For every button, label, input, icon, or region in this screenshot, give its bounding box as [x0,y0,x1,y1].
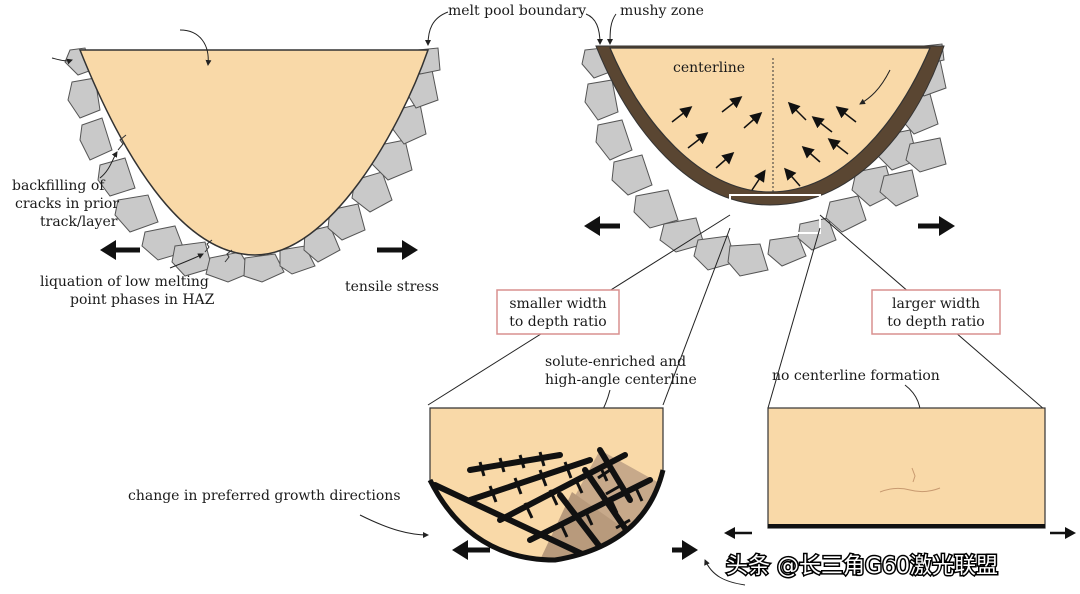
backfilling-label-line1: backfilling of [12,178,106,194]
watermark-text: 头条 @长三角G60激光联盟 [726,554,998,579]
right-haz-grains [581,43,947,277]
larger-ratio-line2: to depth ratio [887,314,984,330]
melt-pool-boundary-label: melt pool boundary [448,3,586,19]
large-detail-pool [767,407,1046,529]
no-centerline-label: no centerline formation [772,368,940,384]
mushy-zone-label: mushy zone [620,3,704,19]
solute-label-line2: high-angle centerline [545,372,697,388]
backfilling-label-line3: track/layer [40,214,118,230]
liquation-label-line2: point phases in HAZ [70,292,215,308]
right-melt-pool-panel: centerline [581,43,955,277]
growth-arrows [671,96,857,191]
arrow-right-icon [918,216,955,236]
crack-mark [117,134,127,151]
arrow-right-icon [377,240,418,260]
small-ratio-detail: solute-enriched and high-angle centerlin… [128,354,698,563]
watermark: 头条 @长三角G60激光联盟 [725,553,1000,581]
right-melt-pool [609,47,931,193]
arrow-left-icon [100,240,140,260]
left-melt-pool [78,49,430,256]
larger-ratio-line1: larger width [892,296,980,312]
arrow-right-icon [672,540,698,560]
weak-segregation-mark [879,467,941,493]
solute-label-line1: solute-enriched and [545,354,686,370]
arrow-right-icon [1050,527,1076,539]
smaller-ratio-line2: to depth ratio [509,314,606,330]
left-melt-pool-panel: backfilling of cracks in prior track/lay… [12,29,441,308]
smaller-ratio-box: smaller width to depth ratio [496,289,620,335]
centerline-label: centerline [673,60,745,76]
arrow-left-icon [452,540,490,560]
larger-ratio-box: larger width to depth ratio [871,289,1001,335]
liquation-mark [204,239,213,253]
arrow-left-icon [724,527,752,539]
tensile-stress-label: tensile stress [345,279,439,295]
dendrites [432,447,653,560]
liquation-mark [224,249,233,263]
arrow-left-icon [584,216,620,236]
dendrite-arms [478,451,644,538]
growth-directions-label: change in preferred growth directions [128,488,401,504]
backfilling-label-line2: cracks in prior [15,196,119,212]
liquation-label-line1: liquation of low melting [40,274,209,290]
zoom-box [729,194,821,234]
large-ratio-detail: no centerline formation [704,368,1076,586]
smaller-ratio-line1: smaller width [509,296,606,312]
